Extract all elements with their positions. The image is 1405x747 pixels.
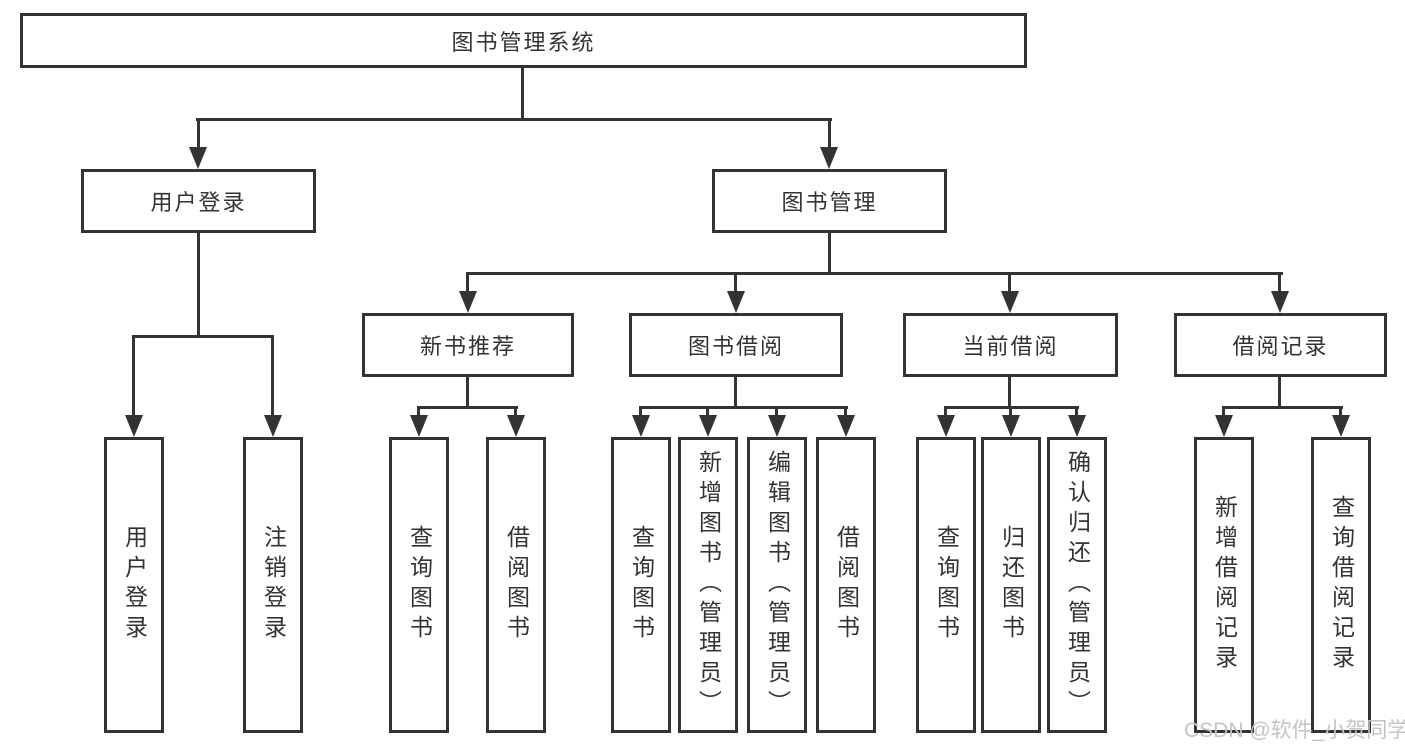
connector-vline	[828, 233, 831, 274]
leaf-add-book-admin: 新增图书（管理员）	[678, 437, 738, 733]
arrowhead-down-icon	[727, 291, 745, 313]
arrowhead-down-icon	[1002, 415, 1020, 437]
node-borrow-record: 借阅记录	[1174, 313, 1387, 377]
connector-vline	[271, 335, 274, 417]
node-label: 查询图书	[933, 525, 960, 645]
connector-vline	[521, 68, 524, 119]
node-label: 确认归还（管理员）	[1064, 450, 1091, 720]
node-label: 图书管理	[781, 190, 878, 215]
arrowhead-down-icon	[1068, 415, 1086, 437]
arrowhead-down-icon	[264, 415, 282, 437]
leaf-return-book: 归还图书	[981, 437, 1041, 733]
arrowhead-down-icon	[1332, 415, 1350, 437]
connector-vline	[1008, 272, 1011, 295]
connector-vline	[1009, 406, 1012, 418]
connector-vline	[775, 406, 778, 418]
connector-vline	[1278, 377, 1281, 409]
leaf-query-book-borrow: 查询图书	[611, 437, 671, 733]
node-label: 编辑图书（管理员）	[764, 450, 791, 720]
connector-hline	[417, 406, 518, 409]
node-label: 归还图书	[998, 525, 1025, 645]
arrowhead-down-icon	[125, 415, 143, 437]
node-label: 借阅记录	[1232, 334, 1329, 359]
node-book-management: 图书管理	[712, 169, 947, 233]
arrowhead-down-icon	[937, 415, 955, 437]
connector-hline	[639, 406, 848, 409]
leaf-edit-book-admin: 编辑图书（管理员）	[747, 437, 807, 733]
connector-vline	[1008, 377, 1011, 409]
arrowhead-down-icon	[189, 147, 207, 169]
node-label: 注销登录	[260, 525, 287, 645]
connector-hline	[1222, 406, 1343, 409]
watermark-text: CSDN @软件_小贺同学	[1184, 719, 1405, 742]
arrowhead-down-icon	[837, 415, 855, 437]
connector-vline	[466, 272, 469, 295]
node-label: 查询图书	[628, 525, 655, 645]
leaf-query-book-recommend: 查询图书	[389, 437, 449, 733]
arrowhead-down-icon	[699, 415, 717, 437]
connector-vline	[1278, 272, 1281, 295]
connector-vline	[706, 406, 709, 418]
connector-vline	[514, 406, 517, 418]
leaf-query-book-current: 查询图书	[916, 437, 976, 733]
arrowhead-down-icon	[410, 415, 428, 437]
connector-vline	[1339, 406, 1342, 418]
connector-vline	[944, 406, 947, 418]
arrowhead-down-icon	[1001, 291, 1019, 313]
node-label: 图书管理系统	[451, 29, 596, 55]
node-label: 用户登录	[121, 525, 148, 645]
node-label: 借阅图书	[503, 525, 530, 645]
connector-vline	[197, 233, 200, 336]
arrowhead-down-icon	[1271, 291, 1289, 313]
leaf-logout: 注销登录	[243, 437, 303, 733]
arrowhead-down-icon	[459, 291, 477, 313]
arrowhead-down-icon	[507, 415, 525, 437]
leaf-borrow-book: 借阅图书	[816, 437, 876, 733]
connector-vline	[734, 272, 737, 295]
connector-hline	[132, 335, 274, 338]
arrowhead-down-icon	[1215, 415, 1233, 437]
connector-vline	[734, 377, 737, 409]
leaf-query-borrow-record: 查询借阅记录	[1311, 437, 1371, 733]
node-user-login: 用户登录	[81, 169, 316, 233]
node-label: 新增借阅记录	[1211, 495, 1238, 675]
connector-vline	[1222, 406, 1225, 418]
node-label: 查询图书	[406, 525, 433, 645]
node-label: 新增图书（管理员）	[695, 450, 722, 720]
leaf-user-login: 用户登录	[104, 437, 164, 733]
connector-vline	[417, 406, 420, 418]
node-label: 新书推荐	[419, 334, 516, 359]
node-system-root: 图书管理系统	[20, 13, 1027, 68]
node-label: 借阅图书	[833, 525, 860, 645]
node-label: 查询借阅记录	[1328, 495, 1355, 675]
arrowhead-down-icon	[768, 415, 786, 437]
arrowhead-down-icon	[820, 147, 838, 169]
node-label: 当前借阅	[962, 334, 1059, 359]
connector-vline	[639, 406, 642, 418]
connector-vline	[197, 118, 200, 150]
node-current-borrow: 当前借阅	[903, 313, 1118, 377]
leaf-confirm-return-admin: 确认归还（管理员）	[1047, 437, 1107, 733]
connector-vline	[466, 377, 469, 409]
leaf-borrow-book-recommend: 借阅图书	[486, 437, 546, 733]
node-book-borrow: 图书借阅	[629, 313, 843, 377]
connector-vline	[844, 406, 847, 418]
connector-vline	[132, 335, 135, 417]
connector-hline	[196, 118, 832, 121]
node-label: 图书借阅	[687, 334, 784, 359]
connector-hline	[466, 272, 1283, 275]
node-label: 用户登录	[150, 190, 247, 215]
node-new-book-recommend: 新书推荐	[362, 313, 574, 377]
arrowhead-down-icon	[632, 415, 650, 437]
connector-vline	[1075, 406, 1078, 418]
leaf-add-borrow-record: 新增借阅记录	[1194, 437, 1254, 733]
connector-vline	[828, 118, 831, 150]
